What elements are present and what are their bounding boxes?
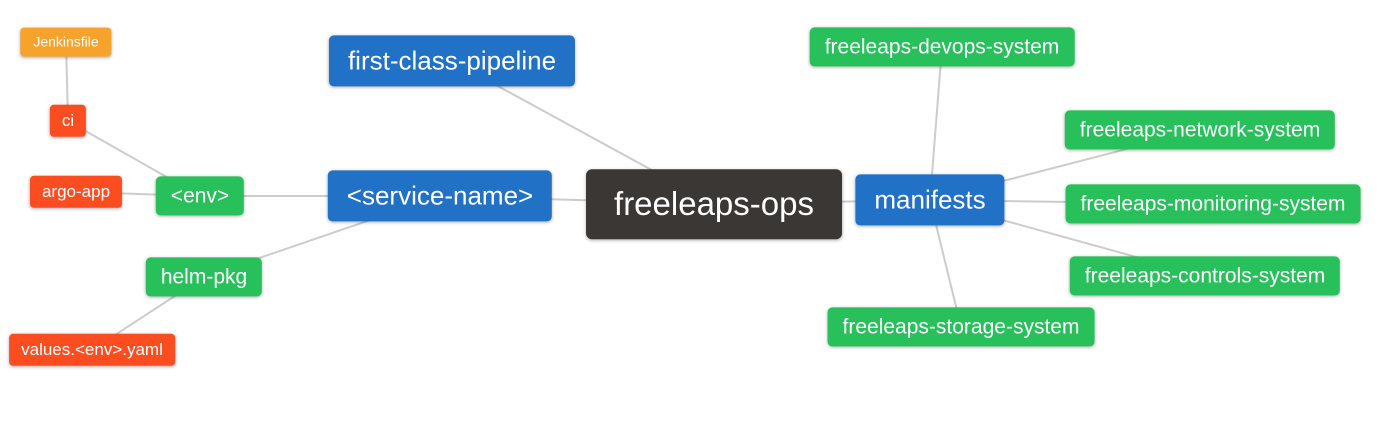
mindmap-node-env[interactable]: <env> — [155, 176, 245, 216]
mindmap-node-storage-system[interactable]: freeleaps-storage-system — [827, 307, 1095, 347]
mindmap-node-ci[interactable]: ci — [49, 104, 87, 138]
mindmap-node-network-system[interactable]: freeleaps-network-system — [1064, 110, 1336, 150]
mindmap-node-jenkinsfile[interactable]: Jenkinsfile — [20, 27, 112, 57]
mindmap-node-devops-system[interactable]: freeleaps-devops-system — [809, 27, 1075, 67]
mindmap-node-root[interactable]: freeleaps-ops — [586, 169, 842, 239]
mindmap-node-manifests[interactable]: manifests — [855, 174, 1005, 226]
mindmap-node-helm-pkg[interactable]: helm-pkg — [145, 257, 263, 297]
mindmap-node-argo-app[interactable]: argo-app — [29, 175, 123, 209]
mindmap-node-controls-system[interactable]: freeleaps-controls-system — [1069, 256, 1341, 296]
mindmap-node-service-name[interactable]: <service-name> — [327, 170, 553, 222]
mindmap-node-first-class-pipeline[interactable]: first-class-pipeline — [328, 35, 576, 87]
mindmap-node-values-env-yaml[interactable]: values.<env>.yaml — [9, 333, 175, 367]
mindmap-node-monitoring-system[interactable]: freeleaps-monitoring-system — [1065, 184, 1361, 224]
